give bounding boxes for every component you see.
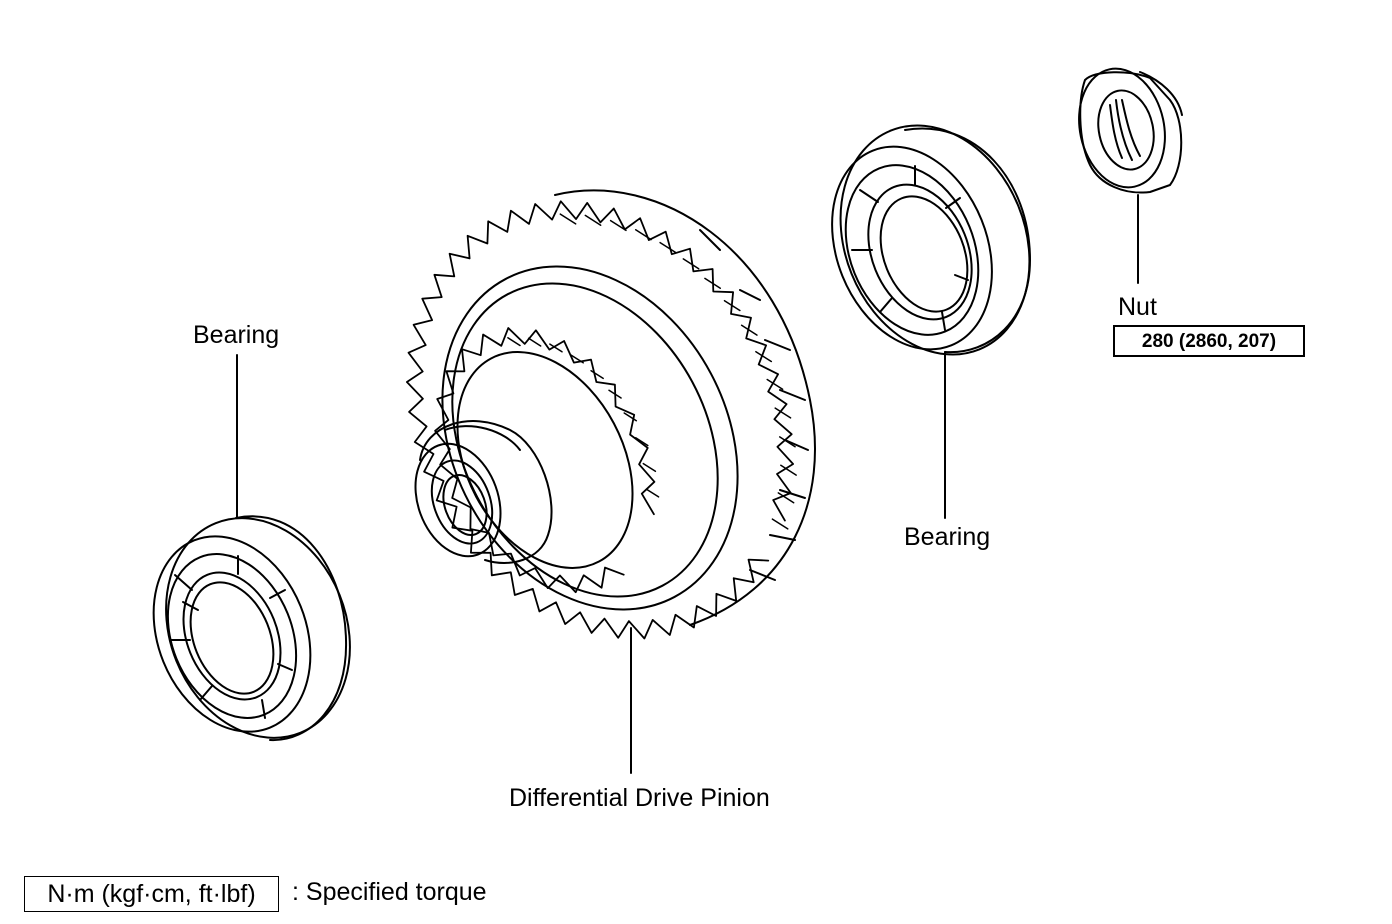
left-bearing-label: Bearing [193, 321, 280, 349]
drive-pinion-label: Differential Drive Pinion [509, 784, 770, 812]
right-bearing-label: Bearing [904, 523, 991, 551]
left-bearing-drawing [152, 515, 351, 742]
drive-pinion-drawing [406, 189, 816, 640]
nut-drawing [1078, 67, 1183, 194]
legend-units-box: N·m (kgf·cm, ft·lbf) [24, 876, 279, 912]
nut-torque-box: 280 (2860, 207) [1113, 325, 1305, 357]
legend-description: : Specified torque [292, 878, 487, 906]
nut-label: Nut [1118, 293, 1157, 321]
right-bearing-drawing [831, 124, 1031, 356]
